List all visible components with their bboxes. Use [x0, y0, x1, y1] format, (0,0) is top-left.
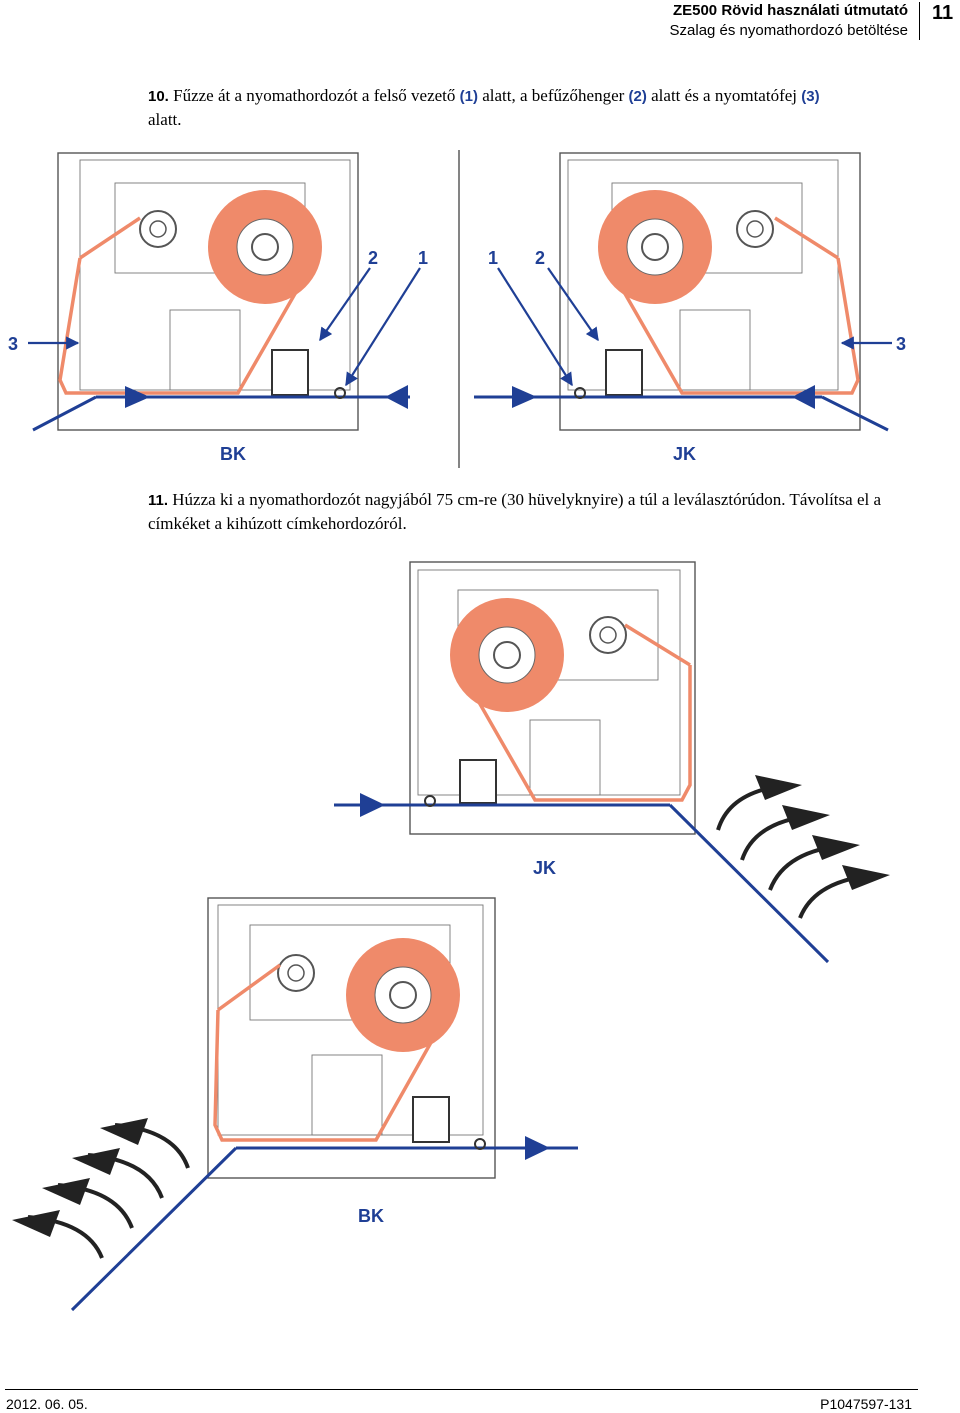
callout-2-right: 2 [535, 248, 545, 268]
step-10: 10. Fűzze át a nyomathordozót a felső ve… [148, 84, 848, 131]
figure-step-11: JK BK [12, 561, 890, 1312]
header-title: ZE500 Rövid használati útmutató [672, 2, 908, 19]
callout-1-left: 1 [418, 248, 428, 268]
printer-diagram-left [28, 152, 421, 432]
printer-diagram-jk [334, 561, 890, 964]
step-10-text-d: alatt. [148, 110, 182, 129]
step-10-text-a: Fűzze át a nyomathordozót a felső vezető [173, 86, 456, 105]
printhead-left [271, 349, 309, 396]
printer-diagram-right [474, 152, 892, 432]
footer-date: 2012. 06. 05. [6, 1396, 88, 1412]
label-jk-step10: JK [673, 444, 696, 464]
footer-doc-id: P1047597-131 [820, 1396, 912, 1412]
step-11-number: 11. [148, 492, 169, 509]
callout-3-left: 3 [8, 334, 18, 354]
label-jk-step11: JK [533, 858, 556, 878]
step-10-ref-1: (1) [459, 88, 478, 105]
peel-arrows-jk [716, 783, 877, 919]
step-10-text-c: alatt és a nyomtatófej [651, 86, 798, 105]
peel-arrowheads-jk [755, 775, 890, 890]
printer-diagram-bk [12, 897, 578, 1312]
figure-step-10: 2 1 3 BK 1 2 3 JK [8, 150, 906, 468]
printhead-jk [459, 759, 497, 804]
printhead-right [605, 349, 643, 396]
header-subtitle: Szalag és nyomathordozó betöltése [669, 22, 908, 39]
header-divider [919, 2, 920, 40]
step-10-number: 10. [148, 88, 169, 105]
label-bk-step11: BK [358, 1206, 384, 1226]
footer-divider [5, 1389, 918, 1390]
step-10-text-b: alatt, a befűzőhenger [482, 86, 625, 105]
callout-3-right: 3 [896, 334, 906, 354]
step-10-ref-2: (2) [628, 88, 647, 105]
step-11-text: Húzza ki a nyomathordozót nagyjából 75 c… [148, 490, 882, 533]
step-11: 11. Húzza ki a nyomathordozót nagyjából … [148, 488, 928, 535]
page-number: 11 [932, 2, 954, 24]
peel-arrowheads-bk [12, 1118, 148, 1237]
callout-1-right: 1 [488, 248, 498, 268]
label-bk-step10: BK [220, 444, 246, 464]
step-10-ref-3: (3) [801, 88, 820, 105]
callout-2-left: 2 [368, 248, 378, 268]
printhead-bk [412, 1096, 450, 1143]
